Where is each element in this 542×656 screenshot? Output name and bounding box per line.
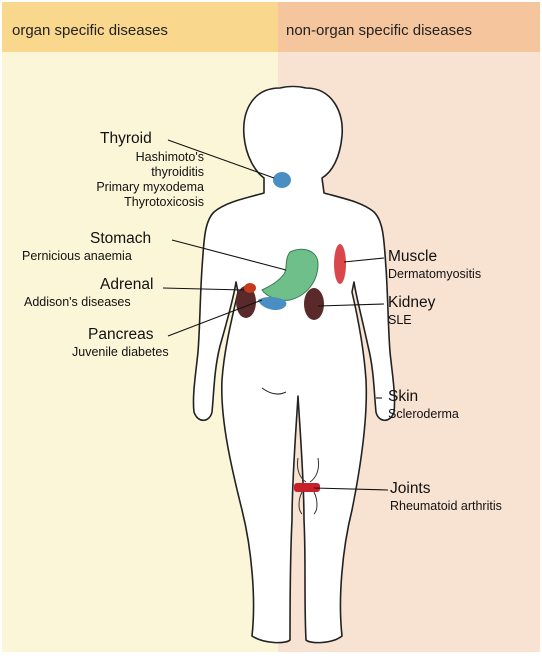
- muscle-organ: [334, 244, 346, 284]
- kidney-label: Kidney SLE: [388, 294, 435, 328]
- stomach-label: Stomach Pernicious anaemia: [90, 230, 151, 264]
- stomach-title: Stomach: [90, 230, 151, 249]
- pancreas-title: Pancreas: [88, 326, 169, 345]
- thyroid-organ: [273, 172, 291, 188]
- adrenal-label: Adrenal Addison's diseases: [100, 276, 153, 310]
- muscle-label: Muscle Dermatomyositis: [388, 248, 481, 282]
- thyroid-title: Thyroid: [100, 130, 152, 149]
- thyroid-disease: Hashimoto's: [72, 150, 204, 165]
- stomach-disease: Pernicious anaemia: [22, 249, 151, 264]
- thyroid-disease: Primary myxodema: [72, 180, 204, 195]
- muscle-title: Muscle: [388, 248, 481, 267]
- thyroid-disease: Thyrotoxicosis: [72, 195, 204, 210]
- kidney-disease: SLE: [388, 313, 435, 328]
- adrenal-title: Adrenal: [100, 276, 153, 295]
- thyroid-disease: thyroiditis: [72, 165, 204, 180]
- adrenal-organ: [244, 283, 256, 293]
- thyroid-diseases: Hashimoto's thyroiditis Primary myxodema…: [72, 150, 204, 210]
- pancreas-disease: Juvenile diabetes: [72, 345, 169, 360]
- joints-label: Joints Rheumatoid arthritis: [390, 480, 502, 514]
- skin-title: Skin: [388, 388, 459, 407]
- joints-disease: Rheumatoid arthritis: [390, 499, 502, 514]
- thyroid-label: Thyroid: [100, 130, 152, 149]
- skin-label: Skin Scleroderma: [388, 388, 459, 422]
- joint-organ: [294, 483, 320, 492]
- adrenal-disease: Addison's diseases: [24, 295, 153, 310]
- kidney-title: Kidney: [388, 294, 435, 313]
- skin-disease: Scleroderma: [388, 407, 459, 422]
- joints-title: Joints: [390, 480, 502, 499]
- pancreas-label: Pancreas Juvenile diabetes: [88, 326, 169, 360]
- body-silhouette: [193, 87, 394, 643]
- right-kidney-organ: [304, 288, 324, 320]
- muscle-disease: Dermatomyositis: [388, 267, 481, 282]
